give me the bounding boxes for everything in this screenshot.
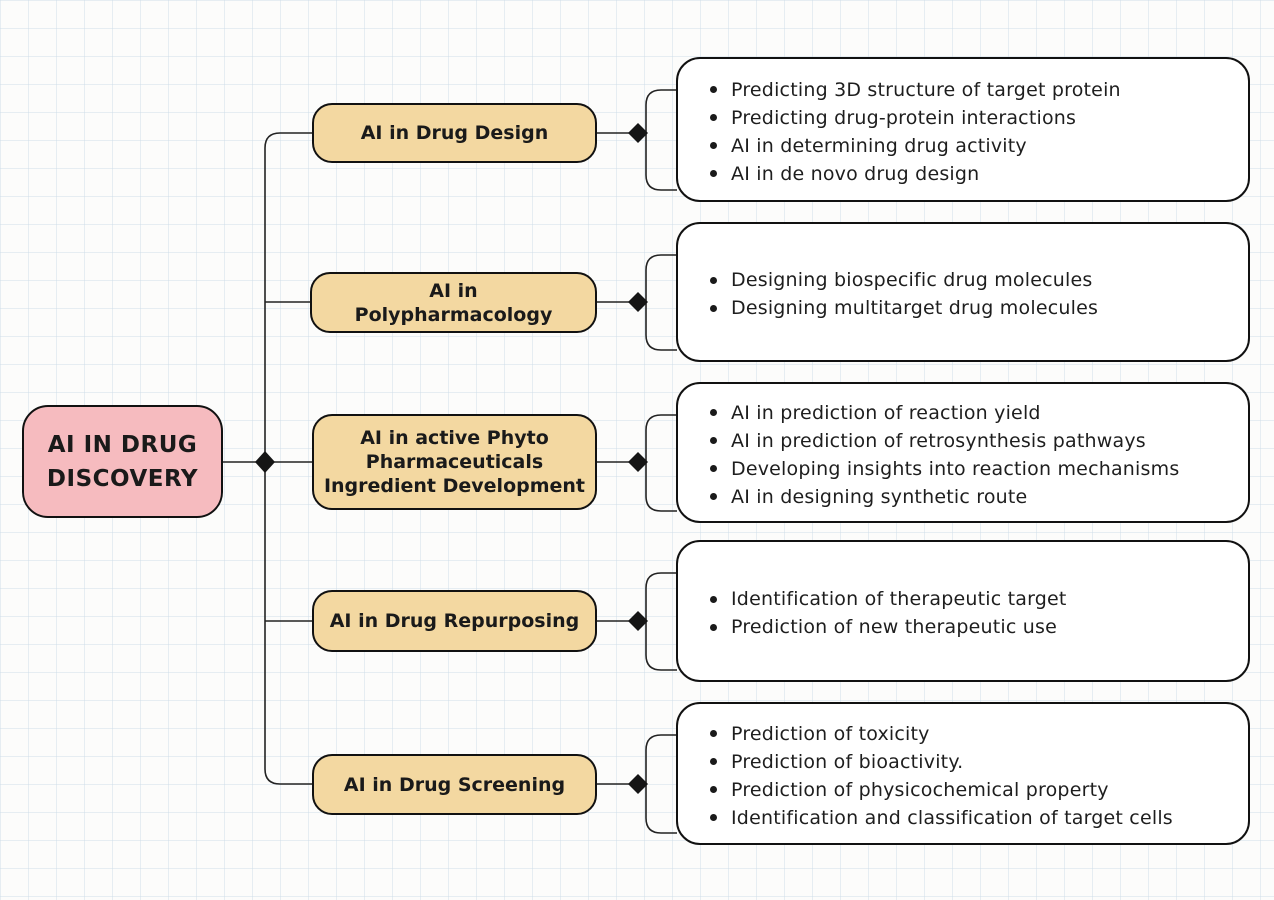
branch1-bracket: [645, 89, 677, 191]
branch2-diamond: [628, 292, 648, 312]
bullet-item: Developing insights into reaction mechan…: [708, 455, 1179, 483]
branch4-diamond: [628, 611, 648, 631]
label-line: AI in Drug Design: [360, 122, 549, 144]
branch5-bracket: [645, 734, 677, 834]
label-line: Ingredient Development: [323, 475, 586, 497]
branch-node-drug-screening: AI in Drug Screening: [312, 754, 597, 815]
label-line: Pharmaceuticals: [365, 451, 544, 473]
branch5-diamond: [628, 774, 648, 794]
branch3-diamond: [628, 452, 648, 472]
label-line: AI in active Phyto: [360, 427, 549, 449]
label-line: AI in: [429, 279, 478, 302]
trunk-line: [264, 132, 312, 785]
bullet-list: Predicting 3D structure of target protei…: [678, 72, 1131, 188]
branch-node-drug-repurposing: AI in Drug Repurposing: [312, 590, 597, 652]
bullet-item: Prediction of bioactivity.: [708, 748, 1173, 776]
label-line: DISCOVERY: [46, 465, 199, 492]
bullet-item: Identification of therapeutic target: [708, 585, 1067, 613]
label-line: Polypharmacology: [354, 303, 553, 326]
branch3-bracket: [645, 414, 677, 512]
bullet-item: Designing multitarget drug molecules: [708, 294, 1098, 322]
bullet-item: AI in determining drug activity: [708, 132, 1121, 160]
bullet-item: Designing biospecific drug molecules: [708, 266, 1098, 294]
root-connector-diamond: [255, 451, 275, 473]
bullet-item: AI in prediction of retrosynthesis pathw…: [708, 427, 1179, 455]
bullet-item: Predicting drug-protein interactions: [708, 104, 1121, 132]
bullet-item: AI in designing synthetic route: [708, 483, 1179, 511]
branch-node-drug-design: AI in Drug Design: [312, 103, 597, 163]
bullet-item: Prediction of physicochemical property: [708, 776, 1173, 804]
bullet-item: Identification and classification of tar…: [708, 804, 1173, 832]
label-line: AI in Drug Screening: [343, 773, 566, 796]
root-node-ai-in-drug-discovery: AI IN DRUG DISCOVERY: [22, 405, 223, 518]
branch1-diamond: [628, 123, 648, 143]
root-node-label: AI IN DRUG DISCOVERY: [47, 428, 198, 496]
bullet-item: AI in de novo drug design: [708, 160, 1121, 188]
bullet-item: Prediction of toxicity: [708, 720, 1173, 748]
bullet-item: Prediction of new therapeutic use: [708, 613, 1067, 641]
bullet-item: AI in prediction of reaction yield: [708, 399, 1179, 427]
label-line: AI in Drug Repurposing: [329, 610, 580, 632]
bullet-item: Predicting 3D structure of target protei…: [708, 76, 1121, 104]
branch-node-label: AI in Drug Screening: [344, 773, 565, 797]
label-line: AI IN DRUG: [47, 431, 198, 458]
branch-node-label: AI in Drug Design: [361, 121, 549, 145]
detail-box-drug-design: Predicting 3D structure of target protei…: [676, 57, 1250, 202]
branch-node-label: AI in Drug Repurposing: [330, 609, 580, 633]
branch2-bracket: [645, 254, 677, 351]
branch4-bracket: [645, 572, 677, 671]
